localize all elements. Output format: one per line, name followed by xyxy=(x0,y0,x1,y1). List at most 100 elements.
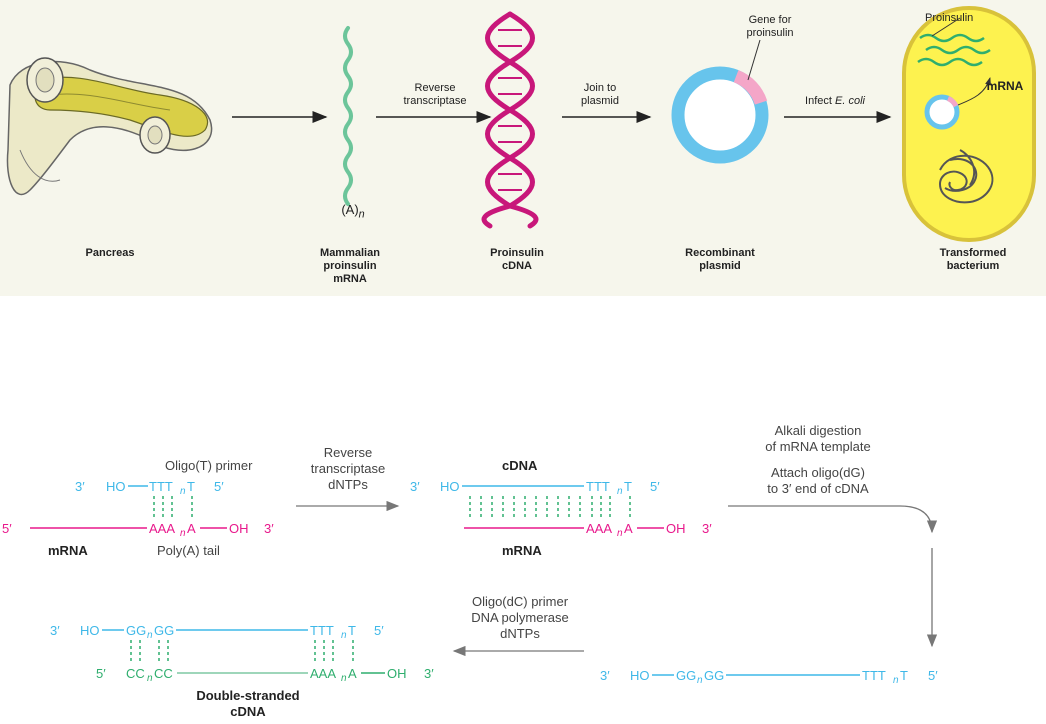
transformed-bacterium-caption: Transformed bacterium xyxy=(918,247,1028,273)
caption-line: plasmid xyxy=(699,260,741,272)
caption-line: bacterium xyxy=(946,260,1000,272)
arrow1-label: Reverse transcriptase dNTPs xyxy=(311,445,385,492)
cdna-helix xyxy=(481,11,539,229)
ds-base-pairs xyxy=(130,640,354,662)
step2-aaa: AAA xyxy=(586,521,612,536)
label-line: transcriptase xyxy=(311,461,385,476)
ds-bottom-cc: CC xyxy=(126,666,145,681)
label-line: Join to xyxy=(583,82,617,94)
transformed-bacterium xyxy=(902,6,1036,242)
step1-hybrid: Oligo(T) primer 3′ HO TTT n T 5′ 5′ AAA … xyxy=(2,458,274,558)
ds-bottom-a: A xyxy=(348,666,357,681)
cdna-3prime: 3′ xyxy=(410,479,420,494)
primer-3prime: 3′ xyxy=(75,479,85,494)
label-line: dNTPs xyxy=(500,626,540,641)
mrna-n: n xyxy=(180,528,186,539)
step3-ho: HO xyxy=(630,668,650,683)
cdna-label: cDNA xyxy=(502,458,538,473)
caption-line: mRNA xyxy=(333,273,367,285)
step2-hybrid: cDNA 3′ HO TTT n T 5′ AAA n A OH 3′ mRNA xyxy=(410,458,712,558)
join-to-plasmid-label: Join to plasmid xyxy=(570,82,630,108)
oligo-t-primer-label: Oligo(T) primer xyxy=(165,458,253,473)
ds-top-t: T xyxy=(348,623,356,638)
mrna-oh: OH xyxy=(229,521,249,536)
ds-bottom-5prime: 5′ xyxy=(96,666,106,681)
step3-3prime: 3′ xyxy=(600,668,610,683)
ds-bottom-n2: n xyxy=(341,673,347,684)
step2-3prime: 3′ xyxy=(702,521,712,536)
caption-line: Proinsulin xyxy=(490,247,544,259)
caption-line: Mammalian xyxy=(320,247,380,259)
step3-5prime: 5′ xyxy=(928,668,938,683)
primer-5prime: 5′ xyxy=(214,479,224,494)
step2-base-pairs xyxy=(469,496,631,518)
infect-prefix: Infect xyxy=(805,95,835,107)
ds-bottom-aaa: AAA xyxy=(310,666,336,681)
caption-line: proinsulin xyxy=(323,260,377,272)
ds-bottom-oh: OH xyxy=(387,666,407,681)
bottom-schematic: Oligo(T) primer 3′ HO TTT n T 5′ 5′ AAA … xyxy=(2,423,938,719)
step2-a: A xyxy=(624,521,633,536)
mrna-5prime: 5′ xyxy=(2,521,12,536)
step1-mrna-label: mRNA xyxy=(48,543,88,558)
arrow2-label: Alkali digestion of mRNA template Attach… xyxy=(765,423,871,496)
mrna-3prime: 3′ xyxy=(264,521,274,536)
ds-bottom-n: n xyxy=(147,673,153,684)
label-line: Reverse xyxy=(324,445,372,460)
step3-n: n xyxy=(697,675,703,686)
step2-mrna-label: mRNA xyxy=(502,543,542,558)
reverse-transcriptase-label: Reverse transcriptase xyxy=(395,82,475,108)
label-line: to 3′ end of cDNA xyxy=(767,481,869,496)
primer-ho: HO xyxy=(106,479,126,494)
label-line: Reverse xyxy=(414,82,456,94)
pancreas-illustration xyxy=(6,57,213,196)
polya-label: (A)n xyxy=(328,203,378,222)
proinsulin-protein-label: Proinsulin xyxy=(925,12,974,24)
cdna-ttt: TTT xyxy=(586,479,610,494)
step3-gg2: GG xyxy=(704,668,724,683)
label-line: plasmid xyxy=(581,95,619,107)
step4-double-stranded: 3′ HO GG n GG TTT n T 5′ 5′ CC n CC AAA … xyxy=(50,623,434,719)
bacterium-mrna-label: mRNA xyxy=(986,79,1024,93)
ds-top-gg2: GG xyxy=(154,623,174,638)
step2-n: n xyxy=(617,528,623,539)
primer-ttt: TTT xyxy=(149,479,173,494)
label-line: Oligo(dC) primer xyxy=(472,594,569,609)
ds-top-n2: n xyxy=(341,630,347,641)
ds-bottom-cc2: CC xyxy=(154,666,173,681)
primer-t: T xyxy=(187,479,195,494)
infect-ecoli-label: Infect E. coli xyxy=(790,95,880,108)
step3-t: T xyxy=(900,668,908,683)
label-line: Alkali digestion xyxy=(775,423,862,438)
gene-for-proinsulin-label: Gene for proinsulin xyxy=(730,14,810,40)
step2-curve-arrow xyxy=(728,505,938,534)
step3-gg: GG xyxy=(676,668,696,683)
label-line: Gene for xyxy=(748,14,792,26)
caption-line: cDNA xyxy=(502,260,532,272)
double-stranded-label: Double-stranded xyxy=(196,688,299,703)
ecoli-species: E. coli xyxy=(835,95,865,107)
cdna-ho: HO xyxy=(440,479,460,494)
cdna-n: n xyxy=(617,486,623,497)
label-line: proinsulin xyxy=(746,27,794,39)
step3-cdna: 3′ HO GG n GG TTT n T 5′ xyxy=(600,668,938,686)
label-line: transcriptase xyxy=(403,95,467,107)
proinsulin-cdna-caption: Proinsulin cDNA xyxy=(462,247,572,273)
ds-top-3prime: 3′ xyxy=(50,623,60,638)
polya-text: (A) xyxy=(341,202,359,217)
caption-line: Recombinant xyxy=(685,247,755,259)
label-line: DNA polymerase xyxy=(471,610,569,625)
ds-top-ho: HO xyxy=(80,623,100,638)
label-line: of mRNA template xyxy=(765,439,871,454)
step3-ttt: TTT xyxy=(862,668,886,683)
label-line: Attach oligo(dG) xyxy=(771,465,865,480)
ds-top-n: n xyxy=(147,630,153,641)
step3-nn: n xyxy=(893,675,899,686)
label-line: dNTPs xyxy=(328,477,368,492)
polya-tail-label: Poly(A) tail xyxy=(157,543,220,558)
ds-top-ttt: TTT xyxy=(310,623,334,638)
cdna-5prime: 5′ xyxy=(650,479,660,494)
pancreas-caption: Pancreas xyxy=(85,247,135,259)
caption-line: Transformed xyxy=(939,247,1007,259)
mammalian-mrna-caption: Mammalian proinsulin mRNA xyxy=(295,247,405,286)
